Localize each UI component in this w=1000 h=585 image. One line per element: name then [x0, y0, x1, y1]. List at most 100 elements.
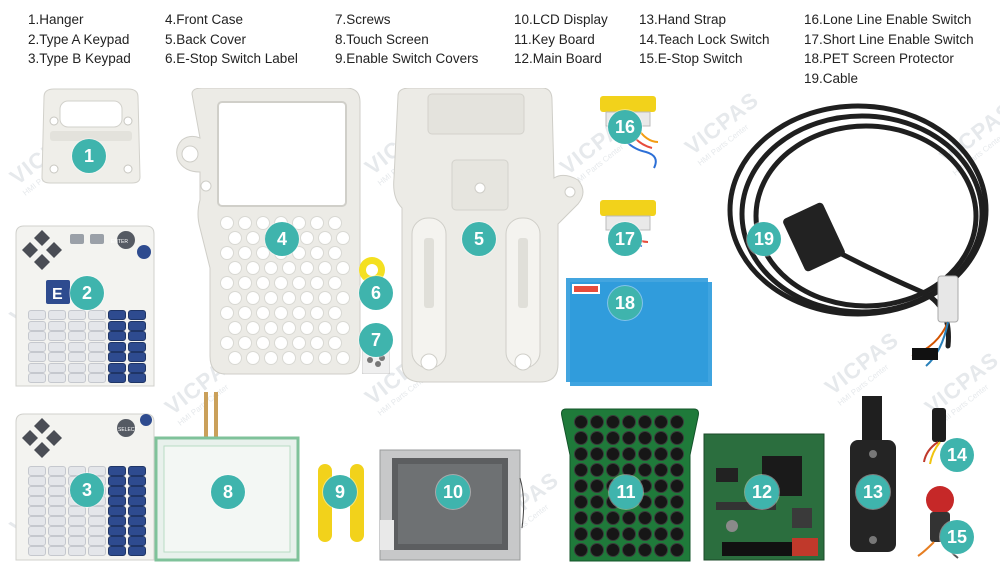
cable-image	[712, 96, 996, 374]
keypad-key	[108, 536, 126, 546]
keypad-key	[48, 506, 66, 516]
legend-column-2: 4.Front Case 5.Back Cover 6.E-Stop Switc…	[165, 10, 298, 69]
keypad-key	[88, 362, 106, 373]
pcb-key-dome	[622, 511, 636, 525]
legend-item: 17.Short Line Enable Switch	[804, 31, 974, 47]
keypad-key	[48, 320, 66, 331]
keypad-key	[88, 310, 106, 320]
keypad-key	[128, 476, 146, 486]
legend-column-5: 13.Hand Strap 14.Teach Lock Switch 15.E-…	[639, 10, 770, 69]
pcb-key-dome	[590, 431, 604, 445]
legend-item: 2.Type A Keypad	[28, 31, 130, 47]
keypad-key	[128, 506, 146, 516]
keypad-key	[48, 476, 66, 486]
legend-column-3: 7.Screws 8.Touch Screen 9.Enable Switch …	[335, 10, 478, 69]
keypad-key	[48, 516, 66, 526]
callout-badge-18: 18	[608, 286, 642, 320]
case-key-hole	[228, 321, 242, 335]
keypad-key	[128, 486, 146, 496]
pcb-key-dome	[590, 543, 604, 557]
keypad-key	[108, 331, 126, 341]
case-key-hole	[228, 231, 242, 245]
keypad-key	[68, 352, 86, 362]
pcb-key-dome	[622, 527, 636, 541]
case-key-hole	[310, 216, 324, 230]
keypad-key	[88, 352, 106, 362]
keypad-key	[28, 516, 46, 526]
keypad-key	[68, 331, 86, 341]
legend-column-4: 10.LCD Display 11.Key Board 12.Main Boar…	[514, 10, 608, 69]
case-key-hole	[246, 321, 260, 335]
pcb-key-dome	[654, 415, 668, 429]
pcb-key-dome	[670, 511, 684, 525]
case-key-hole	[282, 261, 296, 275]
keypad-key	[68, 516, 86, 526]
keypad-key	[48, 496, 66, 506]
pcb-key-dome	[622, 431, 636, 445]
case-key-hole	[274, 306, 288, 320]
pcb-key-dome	[574, 447, 588, 461]
pcb-key-dome	[670, 479, 684, 493]
keypad-key	[48, 362, 66, 373]
pcb-key-dome	[590, 511, 604, 525]
pcb-key-dome	[590, 495, 604, 509]
case-key-hole	[336, 261, 350, 275]
pcb-key-dome	[590, 463, 604, 477]
case-key-hole	[310, 276, 324, 290]
pcb-key-dome	[622, 543, 636, 557]
case-key-hole	[220, 246, 234, 260]
keypad-key	[28, 476, 46, 486]
callout-badge-11: 11	[609, 475, 643, 509]
pcb-key-dome	[574, 495, 588, 509]
callout-badge-17: 17	[608, 222, 642, 256]
case-key-hole	[300, 291, 314, 305]
case-key-hole	[264, 321, 278, 335]
pcb-key-dome	[606, 415, 620, 429]
case-key-hole	[238, 336, 252, 350]
legend-item: 12.Main Board	[514, 51, 602, 66]
legend-item: 4.Front Case	[165, 12, 244, 27]
case-key-hole	[310, 246, 324, 260]
case-key-hole	[228, 261, 242, 275]
keypad-key	[128, 310, 146, 320]
pcb-key-dome	[574, 511, 588, 525]
keypad-key	[108, 496, 126, 506]
case-key-hole	[246, 351, 260, 365]
keypad-key	[128, 516, 146, 526]
pcb-key-dome	[654, 431, 668, 445]
case-key-hole	[336, 231, 350, 245]
keypad-key	[128, 373, 146, 383]
case-key-hole	[264, 351, 278, 365]
pcb-key-dome	[654, 511, 668, 525]
case-key-hole	[274, 336, 288, 350]
legend-item: 9.Enable Switch Covers	[335, 51, 479, 66]
legend-item: 1.Hanger	[28, 12, 84, 27]
callout-badge-12: 12	[745, 475, 779, 509]
legend-item: 15.E-Stop Switch	[639, 51, 743, 66]
keypad-key	[88, 546, 106, 556]
keypad-key	[108, 352, 126, 362]
keypad-key	[128, 320, 146, 331]
keypad-key	[88, 536, 106, 546]
pcb-key-dome	[638, 511, 652, 525]
case-key-hole	[220, 276, 234, 290]
case-key-hole	[228, 291, 242, 305]
pcb-key-dome	[654, 543, 668, 557]
case-key-hole	[310, 306, 324, 320]
pcb-key-dome	[638, 431, 652, 445]
pcb-key-dome	[670, 431, 684, 445]
teach-lock-switch-image	[918, 406, 958, 466]
keypad-key	[128, 362, 146, 373]
callout-badge-19: 19	[747, 222, 781, 256]
callout-badge-6: 6	[359, 276, 393, 310]
case-key-hole	[328, 306, 342, 320]
pcb-key-dome	[574, 431, 588, 445]
keypad-key	[48, 536, 66, 546]
keypad-key	[28, 526, 46, 536]
keypad-key	[28, 466, 46, 476]
pcb-key-dome	[638, 463, 652, 477]
pcb-key-dome	[638, 543, 652, 557]
keypad-key	[108, 466, 126, 476]
keypad-key	[28, 486, 46, 496]
case-key-hole	[328, 336, 342, 350]
